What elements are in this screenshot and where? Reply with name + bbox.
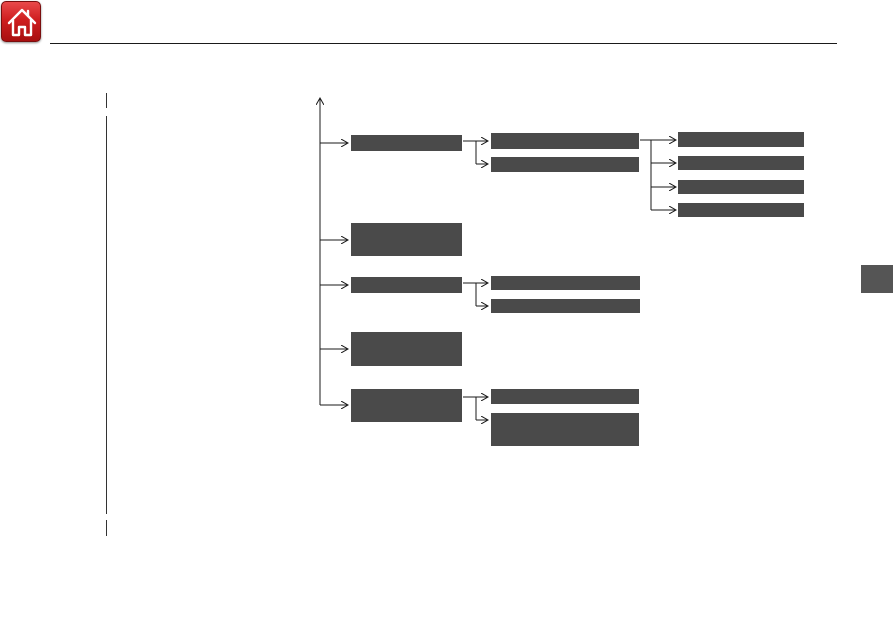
child-3-2-box: [491, 299, 640, 313]
branch-2-box: [351, 223, 462, 256]
branch-1-box: [351, 135, 462, 151]
leaf-1-1-1-box: [678, 132, 804, 147]
branch-5-box: [351, 389, 462, 422]
fork-child-1-1: [640, 139, 652, 210]
fork-branch-1: [463, 140, 477, 164]
margin-line: [106, 116, 107, 514]
child-1-1-box: [491, 133, 639, 149]
fork-branch-3: [463, 282, 477, 306]
child-5-2-box: [491, 413, 639, 446]
section-tab[interactable]: [861, 265, 893, 293]
home-icon: [7, 8, 37, 37]
branch-3-box: [351, 277, 462, 293]
child-1-2-box: [491, 157, 639, 172]
child-5-1-box: [491, 389, 639, 404]
fork-branch-5: [463, 396, 477, 420]
child-3-1-box: [491, 276, 640, 290]
home-button[interactable]: [1, 1, 41, 42]
margin-tick-bottom: [106, 520, 107, 536]
branch-4-box: [351, 332, 462, 366]
header-divider: [50, 43, 837, 44]
margin-tick-top: [106, 93, 107, 108]
leaf-1-1-3-box: [678, 180, 804, 194]
leaf-1-1-2-box: [678, 156, 804, 170]
leaf-1-1-4-box: [678, 203, 804, 217]
